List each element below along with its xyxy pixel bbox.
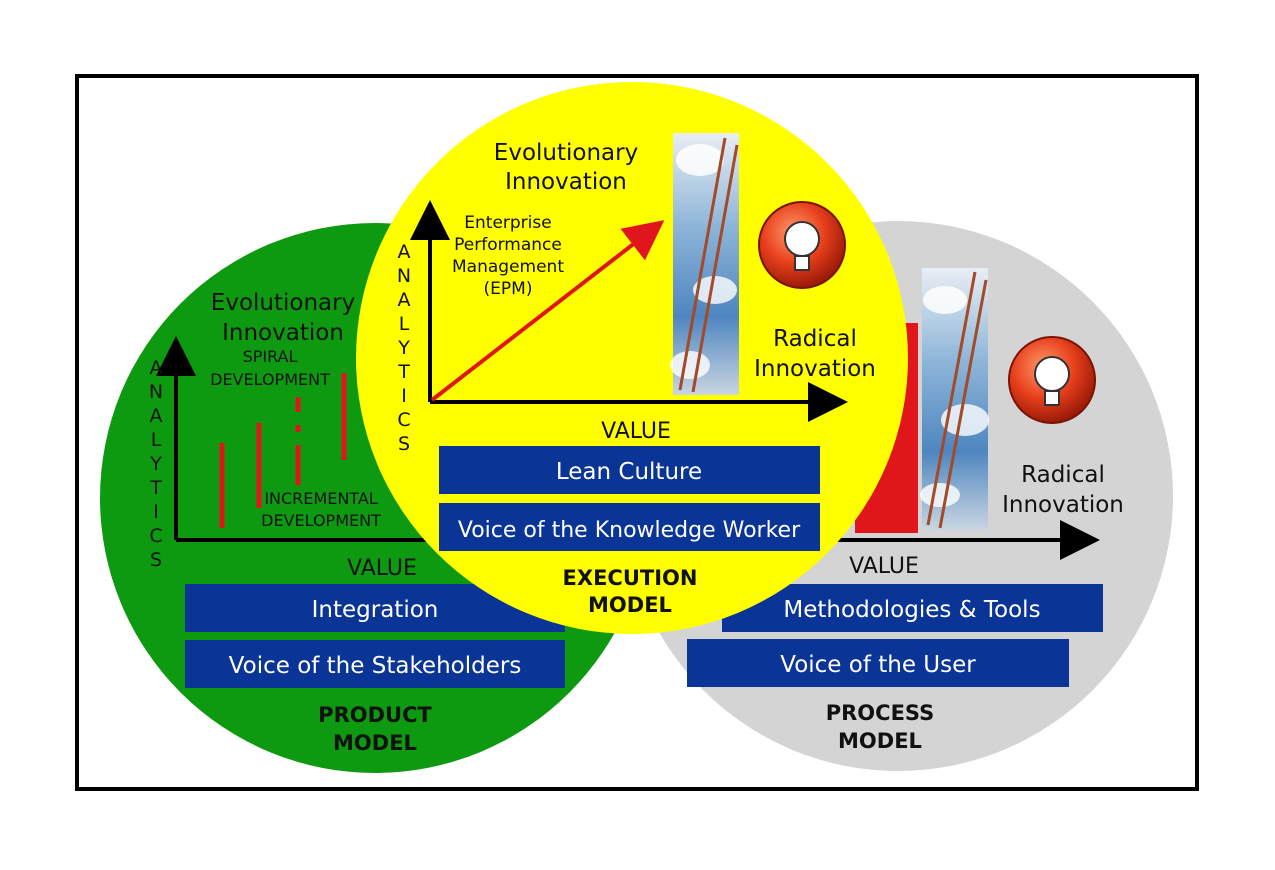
product-title-line2: Innovation <box>222 320 344 346</box>
voice-stakeholders-box <box>185 640 565 688</box>
voice-user-label: Voice of the User <box>780 652 976 678</box>
execution-model-line1: EXECUTION <box>563 566 698 590</box>
voice-stakeholders-label: Voice of the Stakeholders <box>229 653 522 679</box>
spiral-line2: DEVELOPMENT <box>210 370 330 389</box>
execution-radical-line1: Radical <box>773 326 857 352</box>
process-radical-line1: Radical <box>1021 462 1105 488</box>
product-model-line1: PRODUCT <box>318 703 432 727</box>
epm-growth-arrow <box>430 220 665 402</box>
methodologies-label: Methodologies & Tools <box>783 597 1040 623</box>
process-model-line1: PROCESS <box>826 701 934 725</box>
process-radical-line2: Innovation <box>1002 492 1124 518</box>
process-value-label: VALUE <box>849 554 919 579</box>
product-title-line1: Evolutionary <box>211 290 355 316</box>
product-model-line2: MODEL <box>333 731 417 755</box>
execution-model-line2: MODEL <box>588 593 672 617</box>
execution-radical-line2: Innovation <box>754 356 876 382</box>
lightbulb-icon <box>1008 336 1096 424</box>
product-development-bars <box>219 373 347 528</box>
methodologies-box <box>722 584 1103 632</box>
ladder-sky-image <box>670 133 739 395</box>
lean-culture-label: Lean Culture <box>556 459 702 485</box>
integration-label: Integration <box>312 597 439 623</box>
ladder-sky-image <box>920 268 989 530</box>
spiral-line1: SPIRAL <box>243 347 298 366</box>
lightbulb-icon <box>758 201 846 289</box>
epm-line4: (EPM) <box>484 279 533 299</box>
execution-value-label: VALUE <box>601 419 671 444</box>
diagram-frame <box>75 74 1199 791</box>
product-value-label: VALUE <box>347 556 417 581</box>
execution-title-line2: Innovation <box>505 169 627 195</box>
process-model-line2: MODEL <box>838 729 922 753</box>
epm-line3: Management <box>452 257 564 277</box>
voice-knowledge-worker-box <box>439 503 820 551</box>
execution-title-line1: Evolutionary <box>494 140 638 166</box>
epm-line2: Performance <box>454 235 562 255</box>
epm-line1: Enterprise <box>464 213 551 233</box>
incremental-line1: INCREMENTAL <box>264 489 377 508</box>
lean-culture-box <box>439 446 820 494</box>
incremental-line2: DEVELOPMENT <box>261 511 381 530</box>
voice-user-box <box>687 639 1069 687</box>
voice-knowledge-worker-label: Voice of the Knowledge Worker <box>458 518 801 543</box>
